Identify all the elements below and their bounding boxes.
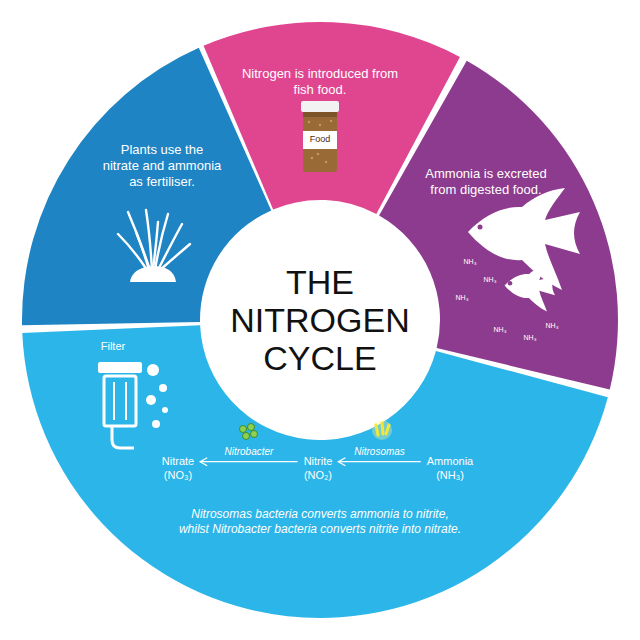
nitrosomas-bacteria	[386, 425, 389, 434]
stage-text: Nitrogen is introduced from fish food.	[233, 66, 408, 99]
filter-icon	[112, 426, 134, 448]
angelfish	[505, 266, 555, 312]
food-jar	[303, 112, 337, 117]
plant-icon	[158, 224, 182, 270]
plant-icon	[136, 232, 149, 270]
plant-icon	[118, 210, 190, 282]
ammonia-mark: NH₃	[546, 322, 559, 330]
air-bubbles	[159, 384, 167, 392]
filter-icon	[98, 362, 142, 448]
jar-label: Food	[310, 135, 331, 145]
text-area: Nitrogen is introduced from fish food.	[233, 66, 408, 99]
arrow-shaft	[200, 461, 297, 462]
label-area: NH₃	[456, 294, 469, 302]
compound-node: Nitrate (NO₃)	[162, 454, 194, 483]
food-jar	[317, 153, 319, 155]
text-area: Nitrosomas bacteria converts ammonia to …	[175, 507, 465, 537]
plant-icon	[153, 222, 158, 270]
bacteria-name: Nitrosomas	[354, 446, 405, 457]
label-area: NH₃	[484, 276, 497, 284]
plant-icon	[118, 210, 190, 270]
compound-node: Nitrite (NO₂)	[304, 454, 333, 483]
stage-text: Plants use the nitrate and ammonia as fe…	[102, 142, 222, 191]
filter-label: Filter	[101, 340, 125, 352]
air-bubbles	[152, 420, 160, 428]
filter-icon	[104, 376, 136, 426]
air-bubbles	[147, 364, 159, 376]
food-jar	[330, 120, 332, 122]
food-jar	[303, 131, 337, 149]
food-jar	[301, 101, 339, 112]
nitrobacter-bacteria	[243, 433, 250, 440]
air-bubbles	[162, 407, 168, 413]
ammonia-mark: NH₃	[464, 258, 477, 266]
nitrobacter-bacteria	[240, 424, 258, 440]
bacteria-name: Nitrobacter	[224, 446, 273, 457]
title-area: THE NITROGEN CYCLE	[215, 263, 425, 377]
stage-text: Ammonia is excreted from digested food.	[424, 166, 549, 199]
label-area: NH₃	[464, 258, 477, 266]
angelfish	[478, 225, 483, 230]
food-jar	[325, 161, 327, 163]
diagram-title: THE NITROGEN CYCLE	[215, 263, 425, 377]
arrow-head	[338, 458, 345, 466]
nitrosomas-bacteria	[382, 423, 383, 434]
food-jar	[301, 101, 339, 172]
nitrobacter-bacteria	[251, 431, 258, 438]
air-bubbles	[146, 364, 168, 428]
edge-label-area: Nitrosomas	[354, 446, 405, 457]
ammonia-mark: NH₃	[494, 326, 507, 334]
label-area: Filter	[101, 340, 125, 352]
band-fill	[379, 61, 618, 390]
food-jar	[319, 124, 321, 126]
arrow-head	[200, 458, 207, 466]
compound-name: Nitrate (NO₃)	[162, 454, 194, 483]
compound-name: Ammonia (NH₃)	[427, 454, 473, 483]
nitrosomas-bacteria	[376, 425, 378, 435]
ammonia-mark: NH₃	[456, 294, 469, 302]
filter-icon	[113, 382, 115, 420]
label-area: NH₃	[524, 334, 537, 342]
filter-icon	[125, 382, 127, 420]
angelfish	[505, 266, 555, 312]
edge-label-area: Nitrobacter	[224, 446, 273, 457]
food-jar	[311, 157, 313, 159]
label-area: NH₃	[494, 326, 507, 334]
stage-text: Nitrosomas bacteria converts ammonia to …	[175, 507, 465, 537]
ammonia-mark: NH₃	[524, 334, 537, 342]
band-fill	[22, 48, 271, 325]
label-area: Food	[310, 135, 331, 145]
plant-icon	[160, 244, 190, 270]
text-area: Plants use the nitrate and ammonia as fe…	[102, 142, 222, 191]
label-area: NH₃	[546, 322, 559, 330]
nitrobacter-bacteria	[240, 426, 247, 433]
nitrosomas-bacteria	[372, 420, 392, 440]
conversion-arrow	[200, 458, 297, 466]
ammonia-mark: NH₃	[484, 276, 497, 284]
text-area: Ammonia is excreted from digested food.	[424, 166, 549, 199]
compound-name: Nitrite (NO₂)	[304, 454, 333, 483]
nitrosomas-bacteria	[372, 420, 392, 440]
compound-node: Ammonia (NH₃)	[427, 454, 473, 483]
filter-icon	[98, 362, 142, 373]
angelfish	[508, 281, 513, 286]
arrow-shaft	[338, 461, 420, 462]
air-bubbles	[146, 395, 156, 405]
food-jar	[308, 121, 310, 123]
angelfish	[468, 188, 580, 312]
nitrosomas-bacteria	[376, 423, 389, 435]
nitrobacter-bacteria	[248, 424, 255, 431]
conversion-arrow	[338, 458, 420, 466]
food-jar	[303, 112, 337, 172]
